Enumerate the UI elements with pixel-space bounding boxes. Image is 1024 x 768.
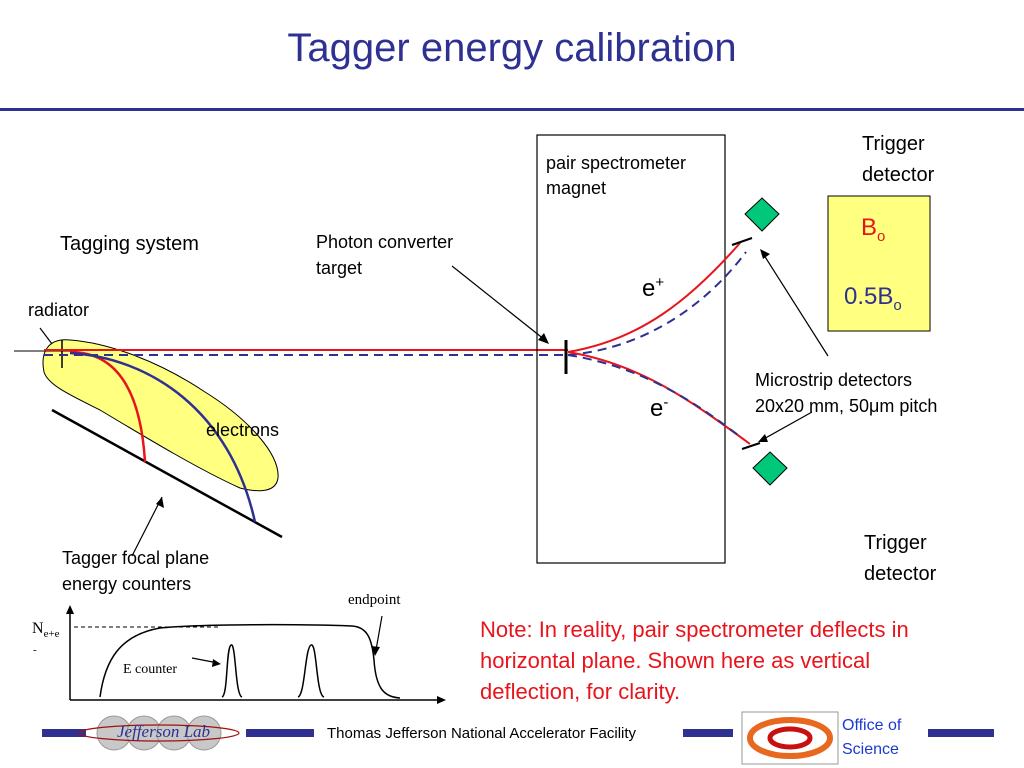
e-minus-sup: -: [663, 394, 669, 411]
e-minus-label: e-: [650, 394, 669, 422]
e-minus-blue-track: [567, 354, 743, 439]
field-half-b-label: 0.5Bo: [844, 283, 902, 314]
inset-counter-peak-1: [221, 644, 243, 698]
microstrip-arrow-bottom-head: [758, 434, 768, 442]
trigger-detector-bottom: [752, 451, 788, 486]
radiator-label: radiator: [28, 300, 90, 320]
footer-bar-right: [928, 729, 994, 737]
jefferson-lab-logo: [78, 715, 240, 751]
endpoint-arrow: [375, 615, 383, 651]
inset-spectrum-curve: [99, 623, 401, 699]
focal-plane-line: [51, 408, 283, 539]
footer-bar-mid-2: [683, 729, 733, 737]
converter-arrow: [451, 265, 546, 341]
e-plus-sup: +: [655, 274, 665, 291]
trigger-top-label-line1: Trigger: [862, 133, 925, 155]
tagger-magnet-region: [42, 339, 279, 492]
trigger-top-label-line2: detector: [862, 164, 935, 186]
microstrip-arrow-bottom: [761, 411, 813, 441]
field-b-label: Bo: [861, 214, 886, 245]
inset-y-label: Ne+e: [32, 620, 60, 641]
trigger-detector-top: [744, 197, 780, 232]
field-half-b-sub: o: [893, 296, 902, 314]
focal-plane-label-line2: energy counters: [62, 574, 192, 594]
converter-label-line1: Photon converter: [316, 232, 454, 252]
microstrip-label-line2: 20x20 mm, 50μm pitch: [755, 396, 938, 416]
converter-label-line2: target: [316, 258, 363, 278]
focal-plane-arrow-head: [156, 497, 164, 508]
office-label-line1: Office of: [842, 717, 902, 734]
spectrometer-magnet: [536, 134, 726, 564]
office-label-line2: Science: [842, 741, 899, 758]
microstrip-arrow-top-head: [760, 249, 770, 259]
field-b-sub: o: [877, 227, 886, 245]
blue-electron-track: [69, 351, 257, 523]
focal-plane-label-line1: Tagger focal plane: [62, 548, 210, 568]
electrons-label: electrons: [206, 420, 280, 440]
e-plus-label: e+: [642, 274, 665, 302]
field-box: [827, 195, 931, 332]
page-title: Tagger energy calibration: [287, 26, 737, 70]
endpoint-label: endpoint: [348, 592, 401, 608]
trigger-bottom-label-line1: Trigger: [864, 532, 927, 554]
footer-bar-mid-1: [246, 729, 314, 737]
inset-y-arrowhead: [66, 605, 74, 614]
e-minus-red-track: [567, 351, 751, 445]
microstrip-top: [731, 237, 753, 246]
microstrip-arrow-top: [761, 251, 829, 357]
tagging-system-label: Tagging system: [60, 233, 199, 255]
footer-bar-left: [42, 729, 86, 737]
inset-y-label-sub: e+e: [43, 628, 60, 641]
inset-y-label-sub2: -: [33, 644, 37, 656]
radiator-arrow: [39, 327, 53, 345]
office-of-science-logo: [741, 711, 839, 765]
trigger-bottom-label-line2: detector: [864, 563, 937, 585]
e-counter-label: E counter: [123, 662, 178, 677]
converter-arrow-head: [538, 333, 549, 344]
endpoint-arrow-head: [371, 646, 380, 656]
inset-counter-peak-2: [297, 644, 325, 698]
magnet-label-line1: pair spectrometer: [546, 153, 687, 173]
e-plus-red-track: [567, 242, 741, 353]
footer-facility: Thomas Jefferson National Accelerator Fa…: [327, 725, 637, 742]
inset-x-arrowhead: [437, 696, 446, 704]
microstrip-bottom: [741, 442, 761, 450]
note-line3: deflection, for clarity.: [480, 679, 681, 704]
e-plus-blue-track: [567, 251, 747, 356]
note-line2: horizontal plane. Shown here as vertical: [480, 648, 871, 673]
title-divider: [0, 108, 1024, 111]
focal-plane-arrow: [131, 496, 163, 557]
jefferson-lab-logo-text: Jefferson Lab: [117, 722, 211, 741]
note-line1: Note: In reality, pair spectrometer defl…: [480, 617, 909, 642]
magnet-label-line2: magnet: [546, 178, 607, 198]
e-counter-arrow-head: [212, 659, 221, 667]
microstrip-label-line1: Microstrip detectors: [755, 370, 913, 390]
